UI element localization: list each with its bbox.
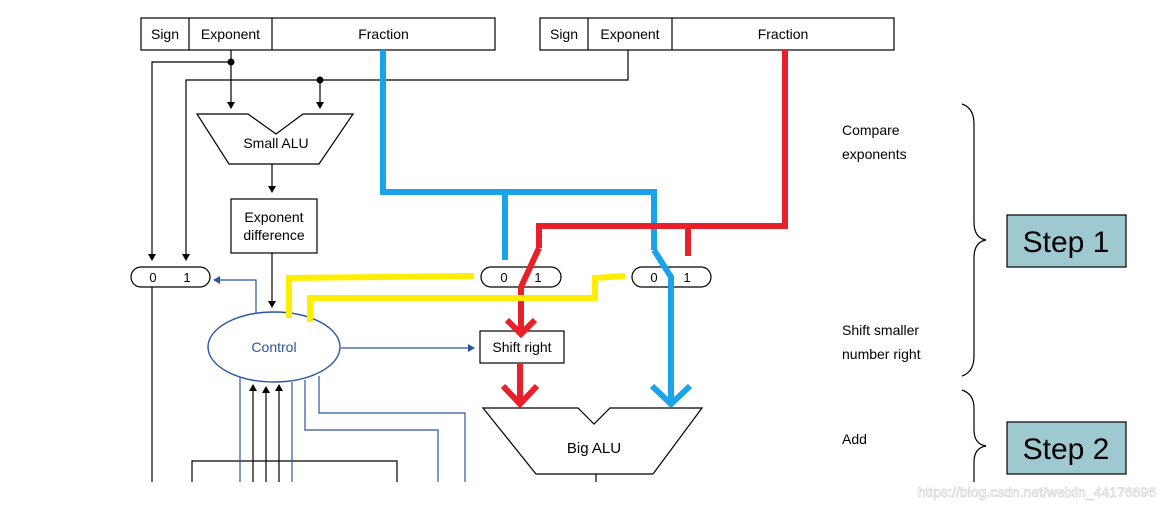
small-alu: Small ALU [195,113,355,165]
mux-left: 0 1 [130,266,211,288]
brace-step2 [961,389,987,482]
mux-left-in0: 0 [149,270,156,285]
reg-a-sign-label: Sign [151,26,179,42]
reg-a-exponent-label: Exponent [201,26,260,42]
mux-right-in1: 1 [683,270,690,285]
control-feedback-wires [249,384,283,482]
step2-box: Step 2 [1006,421,1127,475]
step-notes: Compare exponents Shift smaller number r… [842,122,921,447]
note-shift-line1: Shift smaller [842,322,919,338]
yellow-control-path [286,273,626,322]
step1-box: Step 1 [1006,214,1127,268]
mux-middle-in1: 1 [534,270,541,285]
note-shift-line2: number right [842,346,921,362]
step1-label: Step 1 [1023,226,1110,259]
watermark: https://blog.csdn.net/weixin_44176696 [918,484,1156,500]
junction-dot [227,58,235,66]
step2-label: Step 2 [1023,433,1110,466]
exponent-difference-line2: difference [243,227,304,243]
shift-right-label: Shift right [492,339,551,355]
blue-fraction-path [380,50,693,409]
control-unit: Control [207,311,341,383]
reg-b-fraction-label: Fraction [758,26,809,42]
junction-dot [316,76,324,84]
reg-a-fraction-label: Fraction [358,26,409,42]
big-alu-label: Big ALU [567,440,621,457]
brace-step1 [961,103,987,377]
red-fraction-path [500,50,788,409]
note-compare-line1: Compare [842,122,900,138]
mux-right-in0: 0 [650,270,657,285]
exponent-difference-line1: Exponent [244,209,303,225]
register-b: Sign Exponent Fraction [539,17,895,51]
mux-middle-in0: 0 [500,270,507,285]
mux-left-in1: 1 [183,270,190,285]
register-a: Sign Exponent Fraction [140,17,496,51]
control-label: Control [251,339,296,355]
big-alu: Big ALU [481,407,704,475]
control-wires [213,276,475,482]
small-alu-label: Small ALU [243,135,308,151]
note-add: Add [842,431,867,447]
reg-b-sign-label: Sign [550,26,578,42]
exponent-wires [148,50,629,482]
note-compare-line2: exponents [842,146,907,162]
exponent-difference-box: Exponent difference [230,198,318,254]
mux-middle: 0 1 [480,266,562,288]
reg-b-exponent-label: Exponent [600,26,659,42]
